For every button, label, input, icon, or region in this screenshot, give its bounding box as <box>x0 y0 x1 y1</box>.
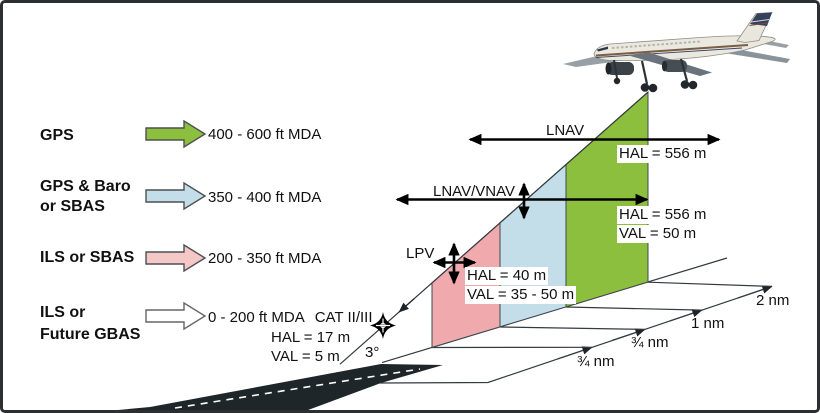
pink-arrow-icon <box>145 243 207 273</box>
lnav-vnav-hal: HAL = 556 m <box>617 206 709 224</box>
cat-label: CAT II/III <box>314 309 373 326</box>
legend-label-gps: GPS <box>40 127 74 144</box>
legend-value-ils-gbas: 0 - 200 ft MDA CAT II/III <box>208 309 373 327</box>
legend-arrow-icons <box>145 119 207 331</box>
gbas-hal: HAL = 17 m <box>271 329 351 346</box>
green-arrow-icon <box>145 119 207 149</box>
runway-centerline <box>174 368 421 409</box>
legend-label-ils-sbas: ILS or SBAS <box>40 249 135 266</box>
lnav-label: LNAV <box>546 122 585 139</box>
airplane-image <box>563 12 790 93</box>
legend-value-gps: 400 - 600 ft MDA <box>208 126 322 143</box>
glide-angle-label: 3° <box>365 344 380 361</box>
runway <box>118 364 443 410</box>
distance-label-3: 1 nm <box>691 315 725 332</box>
legend-value-ils-sbas: 200 - 350 ft MDA <box>208 250 322 267</box>
gbas-val: VAL = 5 m <box>271 348 340 365</box>
accuracy-bands <box>431 90 649 349</box>
lnav-vnav-val: VAL = 50 m <box>617 225 699 243</box>
legend-label-ils-gbas: ILS or Future GBAS <box>40 304 141 343</box>
mda-range: 0 - 200 ft MDA <box>208 309 305 326</box>
lnav-vnav-label: LNAV/VNAV <box>433 183 515 200</box>
lpv-hal: HAL = 40 m <box>465 267 549 285</box>
lpv-val: VAL = 35 - 50 m <box>465 286 577 304</box>
waypoint-star-icon <box>370 312 396 339</box>
lpv-label: LPV <box>406 245 435 262</box>
distance-label-4: 2 nm <box>756 292 790 309</box>
blue-arrow-icon <box>145 181 207 211</box>
distance-label-1: ¾ nm <box>577 353 615 370</box>
distance-label-2: ¾ nm <box>631 334 669 351</box>
glideslope-arrowhead <box>398 298 415 313</box>
white-arrow-icon <box>145 301 207 331</box>
legend-label-gps-baro: GPS & Baro or SBAS <box>40 178 131 215</box>
range-arrows <box>395 133 721 285</box>
lnav-hal: HAL = 556 m <box>617 145 709 163</box>
legend-value-gps-baro: 350 - 400 ft MDA <box>208 189 322 206</box>
